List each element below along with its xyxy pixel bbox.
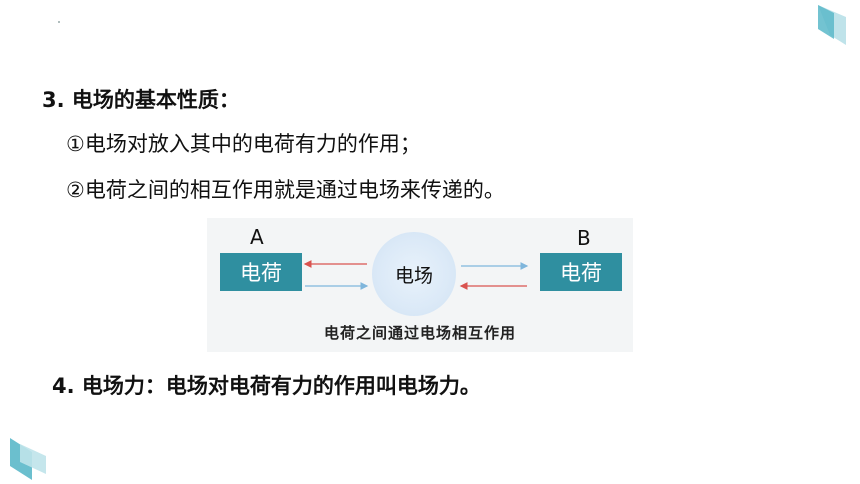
electric-field-figure: A B 电荷 电荷 电场 电荷之间通过电场相互作用 <box>207 218 633 352</box>
section-4-heading: 4. 电场力：电场对电荷有力的作用叫电场力。 <box>52 374 481 398</box>
charge-box-b: 电荷 <box>540 253 622 291</box>
label-b: B <box>577 226 591 250</box>
section-3-item-2: ②电荷之间的相互作用就是通过电场来传递的。 <box>66 178 505 202</box>
section-3-heading: 3. 电场的基本性质： <box>42 88 240 112</box>
section-3-item-1: ①电场对放入其中的电荷有力的作用； <box>66 132 421 156</box>
interaction-arrows <box>303 260 529 290</box>
figure-caption: 电荷之间通过电场相互作用 <box>323 324 516 342</box>
field-circle: 电场 <box>372 232 456 316</box>
decorative-dot <box>58 21 60 23</box>
charge-box-a: 电荷 <box>220 253 302 291</box>
corner-decoration-top-right <box>818 5 846 45</box>
corner-decoration-bottom-left <box>10 438 46 480</box>
label-a: A <box>250 225 264 249</box>
